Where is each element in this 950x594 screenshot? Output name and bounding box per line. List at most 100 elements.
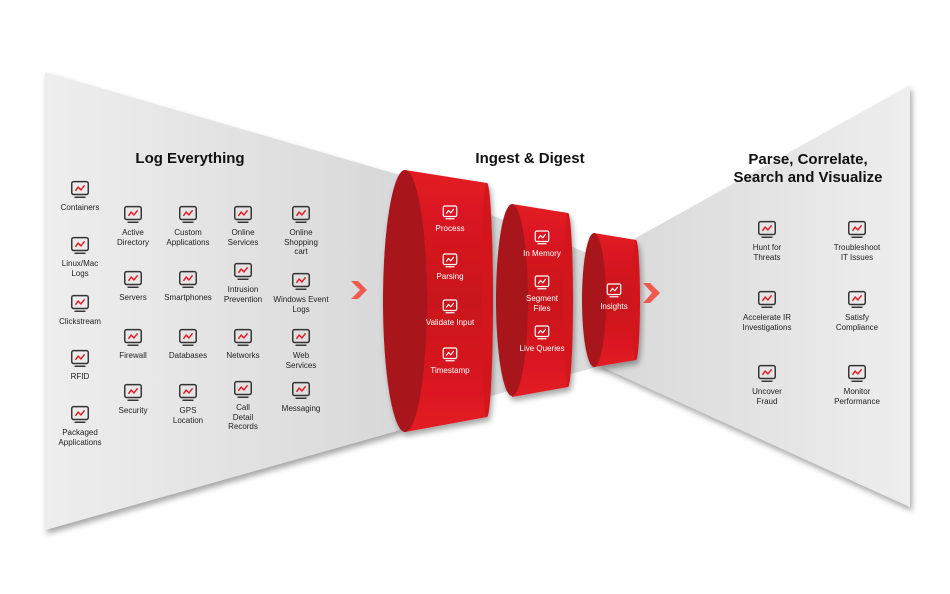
outcome-item: Hunt for Threats <box>727 218 807 262</box>
item-label: RFID <box>70 372 90 381</box>
clipboard-shield-icon <box>848 290 866 308</box>
source-item: Servers <box>93 268 173 303</box>
shield-check-icon <box>124 383 142 401</box>
source-item: Networks <box>203 326 283 361</box>
chevron-right-icon <box>351 281 367 299</box>
source-item: Packaged Applications <box>40 403 120 447</box>
parse-heading-line1: Parse, Correlate, <box>748 151 868 168</box>
item-label: Online Shopping cart <box>284 228 318 256</box>
server-rack-icon <box>71 180 89 198</box>
item-label: Monitor Performance <box>834 387 880 406</box>
source-item: Smartphones <box>148 268 228 303</box>
item-label: Troubleshoot IT Issues <box>833 243 881 262</box>
dashboard-icon <box>606 283 622 298</box>
item-label: Live Queries <box>519 344 565 353</box>
phone-record-icon <box>234 380 252 398</box>
monitor-pulse-icon <box>848 364 866 382</box>
table-icon <box>179 328 197 346</box>
item-label: Active Directory <box>116 228 149 247</box>
source-item: Web Services <box>261 326 341 370</box>
source-item: Firewall <box>93 326 173 361</box>
magnifier-icon <box>234 262 252 280</box>
document-gear-icon <box>71 405 89 423</box>
item-label: GPS Location <box>172 406 204 425</box>
source-item: Intrusion Prevention <box>203 260 283 304</box>
servers-icon <box>848 220 866 238</box>
item-label: Smartphones <box>164 293 212 302</box>
cloud-icon <box>234 205 252 223</box>
process-icon <box>442 205 458 220</box>
database-icon <box>124 205 142 223</box>
source-item: Call Detail Records <box>203 378 283 432</box>
item-label: Satisfy Compliance <box>835 313 879 332</box>
item-label: Clickstream <box>59 317 101 326</box>
source-item: Online Shopping cart <box>261 203 341 257</box>
item-label: Linux/Mac Logs <box>61 259 99 278</box>
item-label: Accelerate IR Investigations <box>742 313 792 332</box>
item-label: Security <box>118 406 148 415</box>
source-item: Linux/Mac Logs <box>40 234 120 278</box>
item-label: Online Services <box>227 228 259 247</box>
item-label: Web Services <box>285 351 317 370</box>
laptop-icon <box>292 272 310 290</box>
item-label: Firewall <box>119 351 147 360</box>
item-label: Packaged Applications <box>58 428 102 447</box>
gears-icon <box>534 325 550 340</box>
item-label: Validate Input <box>425 318 475 327</box>
cylinder-3 <box>582 233 640 367</box>
rfid-icon <box>71 349 89 367</box>
pipeline-step: Timestamp <box>410 345 490 376</box>
monitor-eye-icon <box>758 290 776 308</box>
log-everything-heading: Log Everything <box>135 150 245 167</box>
item-label: Servers <box>119 293 147 302</box>
item-label: Networks <box>226 351 260 360</box>
item-label: Segment Files <box>525 294 559 313</box>
source-item: Online Services <box>203 203 283 247</box>
source-item: Containers <box>40 178 120 213</box>
cylinder-2 <box>496 204 573 397</box>
files-icon <box>534 275 550 290</box>
globe-icon <box>292 328 310 346</box>
source-item: Active Directory <box>93 203 173 247</box>
outcome-item: Satisfy Compliance <box>817 288 897 332</box>
pipeline-step: Live Queries <box>502 323 582 354</box>
parse-heading-line2: Search and Visualize <box>733 169 883 186</box>
source-item: Databases <box>148 326 228 361</box>
outcome-item: Uncover Fraud <box>727 362 807 406</box>
source-item: Windows Event Logs <box>261 270 341 314</box>
antenna-icon <box>179 383 197 401</box>
chevron-right-icon <box>643 283 660 303</box>
source-item: Clickstream <box>40 292 120 327</box>
firewall-icon <box>124 328 142 346</box>
item-label: Windows Event Logs <box>273 295 329 314</box>
left-funnel-panel <box>45 72 400 530</box>
item-label: Parsing <box>436 272 464 281</box>
network-icon <box>234 328 252 346</box>
outcome-item: Accelerate IR Investigations <box>727 288 807 332</box>
cylinder-1 <box>383 170 493 432</box>
outcome-item: Troubleshoot IT Issues <box>817 218 897 262</box>
item-label: Custom Applications <box>166 228 210 247</box>
item-label: Hunt for Threats <box>752 243 782 262</box>
item-label: Containers <box>60 203 100 212</box>
file-gear-icon <box>442 253 458 268</box>
item-label: Messaging <box>281 404 321 413</box>
document-search-icon <box>758 364 776 382</box>
source-item: GPS Location <box>148 381 228 425</box>
laptop-chart-icon <box>71 294 89 312</box>
pipeline-step: In Memory <box>502 228 582 259</box>
chat-icon <box>292 381 310 399</box>
item-label: Call Detail Records <box>228 403 258 431</box>
item-label: Insights <box>600 302 628 311</box>
smartphone-icon <box>179 270 197 288</box>
laptop-user-icon <box>71 236 89 254</box>
outcome-item: Monitor Performance <box>817 362 897 406</box>
item-label: Timestamp <box>430 366 470 375</box>
ingest-digest-heading: Ingest & Digest <box>475 150 585 167</box>
item-label: Process <box>435 224 465 233</box>
pipeline-step: Process <box>410 203 490 234</box>
chip-icon <box>534 230 550 245</box>
source-item: Messaging <box>261 379 341 414</box>
